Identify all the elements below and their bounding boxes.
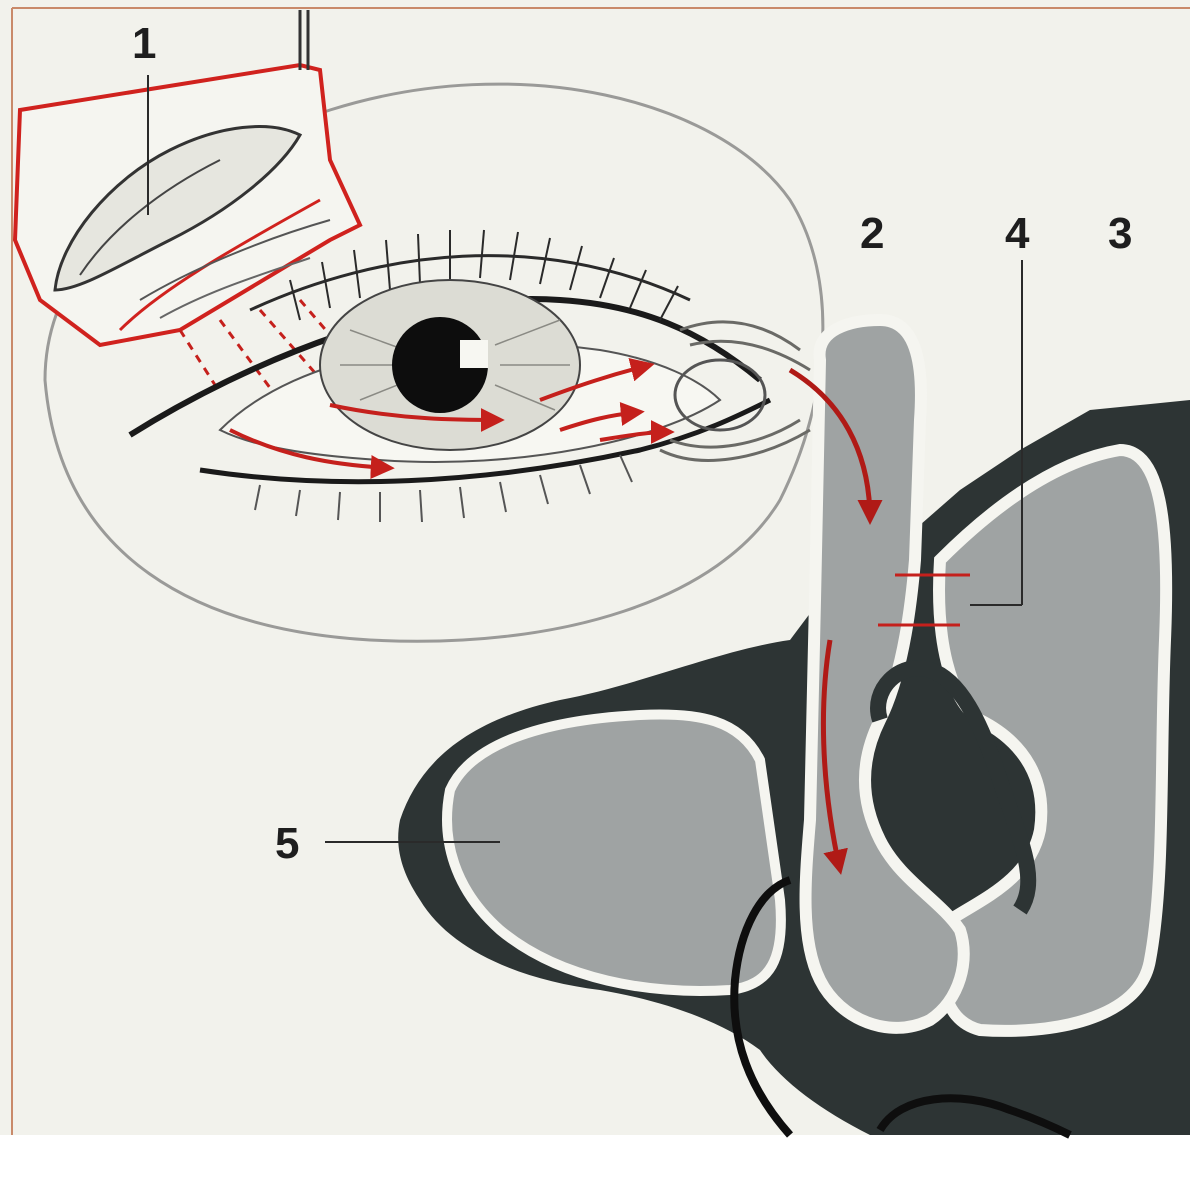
- pupil-highlight: [460, 340, 488, 368]
- label-2: 2: [860, 209, 884, 258]
- label-3: 3: [1108, 209, 1132, 258]
- label-1: 1: [132, 19, 156, 68]
- bottom-margin: [0, 1135, 1190, 1188]
- label-4: 4: [1005, 209, 1030, 258]
- label-5: 5: [275, 819, 299, 868]
